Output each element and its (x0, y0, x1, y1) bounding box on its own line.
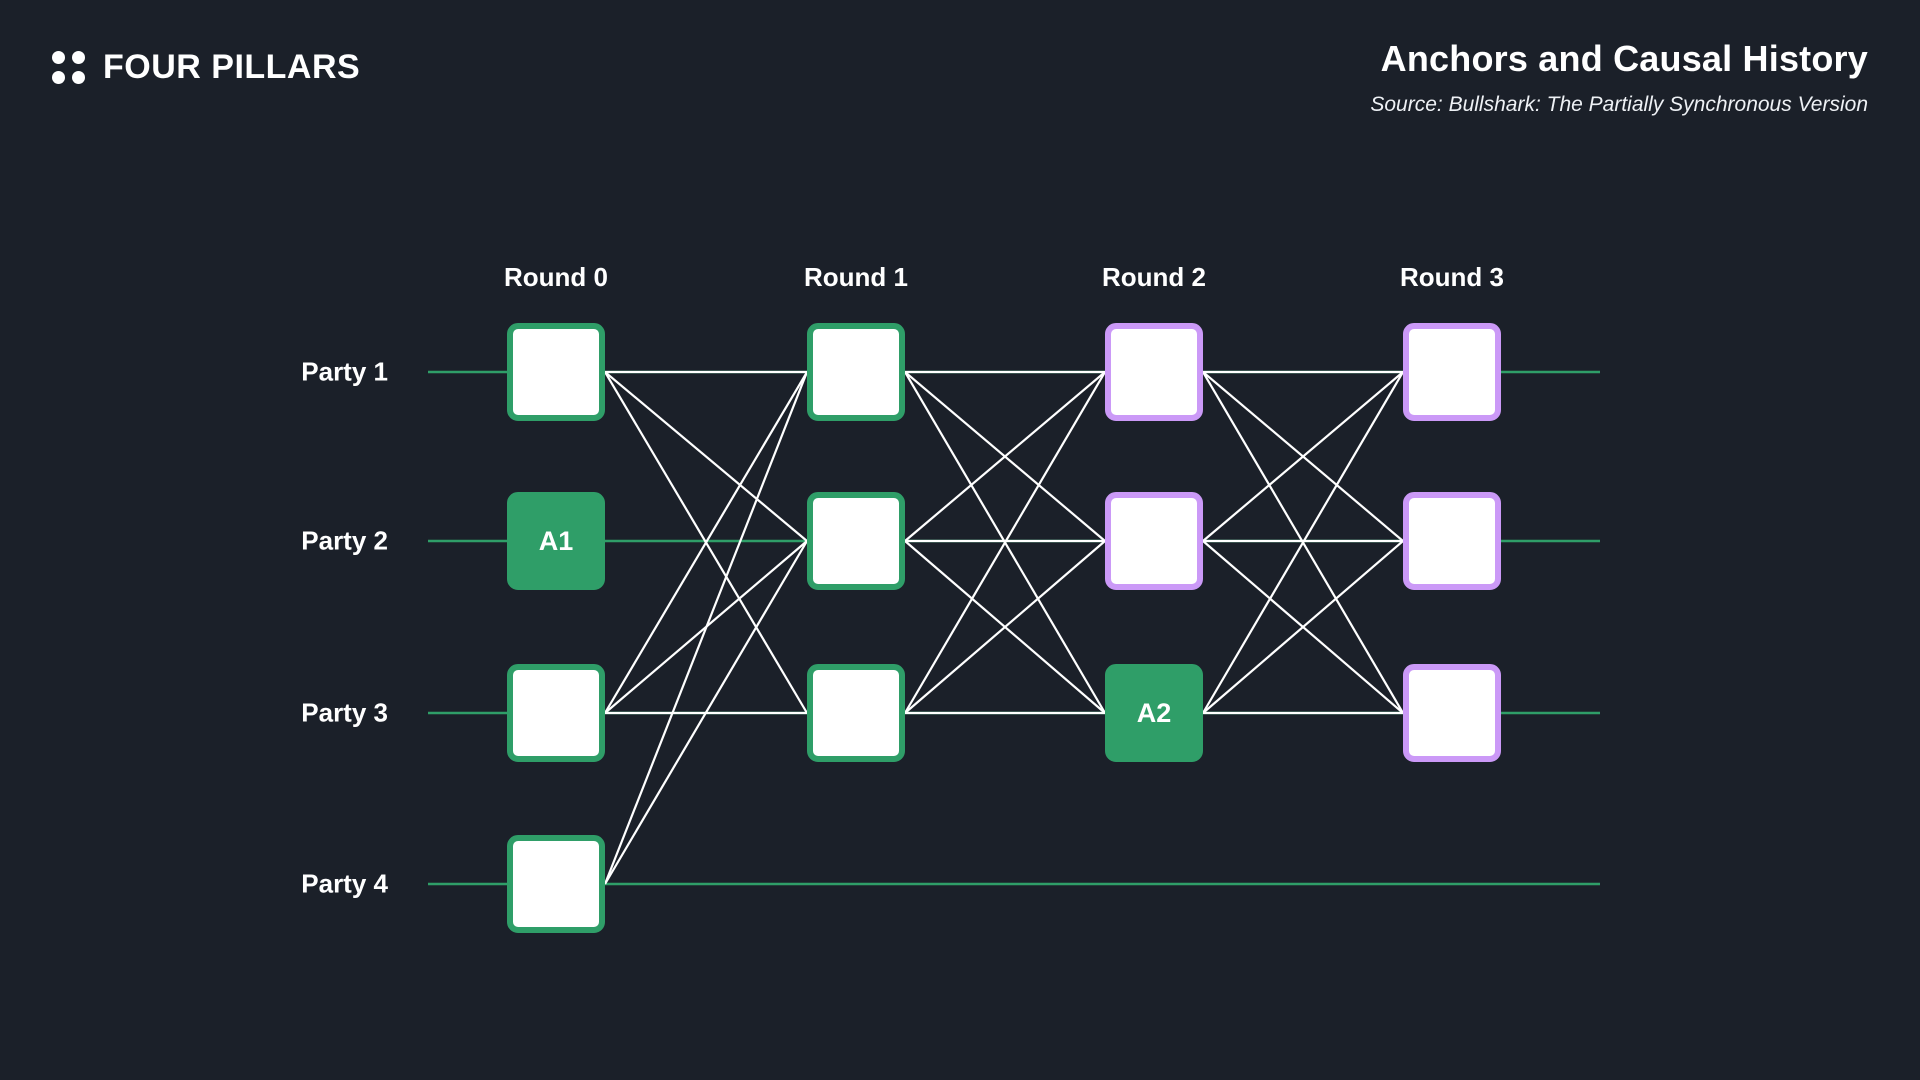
vertex-node[interactable] (1105, 323, 1203, 421)
vertex-node[interactable] (807, 323, 905, 421)
vertex-node[interactable] (1403, 492, 1501, 590)
source-caption: Source: Bullshark: The Partially Synchro… (1370, 93, 1868, 116)
causal-edge (904, 371, 1106, 542)
vertex-node[interactable] (507, 835, 605, 933)
page-title: Anchors and Causal History (1380, 38, 1868, 79)
vertex-node[interactable] (507, 323, 605, 421)
causal-edge (604, 371, 808, 542)
brand-logo: FOUR PILLARS (52, 48, 360, 87)
causal-edge (603, 371, 809, 885)
causal-edge (1202, 371, 1404, 542)
party-label-1: Party 2 (301, 525, 388, 556)
round-label-1: Round 1 (804, 262, 908, 292)
node-label: A2 (1136, 697, 1172, 728)
causal-edge (904, 371, 1106, 714)
vertex-node[interactable] (507, 664, 605, 762)
anchor-node-a2[interactable]: A2 (1105, 664, 1203, 762)
four-dots-icon (52, 51, 85, 84)
title-block: Anchors and Causal History Source: Bulls… (1370, 38, 1868, 117)
brand-name: FOUR PILLARS (103, 48, 361, 86)
vertex-node[interactable] (1403, 664, 1501, 762)
round-label-0: Round 0 (504, 262, 608, 292)
party-label-0: Party 1 (301, 356, 388, 387)
causal-edge (604, 371, 808, 714)
vertex-node[interactable] (807, 492, 905, 590)
round-label-2: Round 2 (1102, 262, 1206, 292)
party-label-2: Party 3 (301, 697, 388, 728)
vertex-node[interactable] (1403, 323, 1501, 421)
round-label-3: Round 3 (1400, 262, 1504, 292)
vertex-node[interactable] (1105, 492, 1203, 590)
vertex-node[interactable] (807, 664, 905, 762)
causal-edge (604, 540, 808, 885)
causal-edge (1202, 540, 1404, 714)
causal-edge (1202, 371, 1404, 714)
anchor-node-a1[interactable]: A1 (507, 492, 605, 590)
causal-edge (904, 540, 1106, 714)
party-label-3: Party 4 (301, 868, 388, 899)
node-label: A1 (538, 525, 574, 556)
